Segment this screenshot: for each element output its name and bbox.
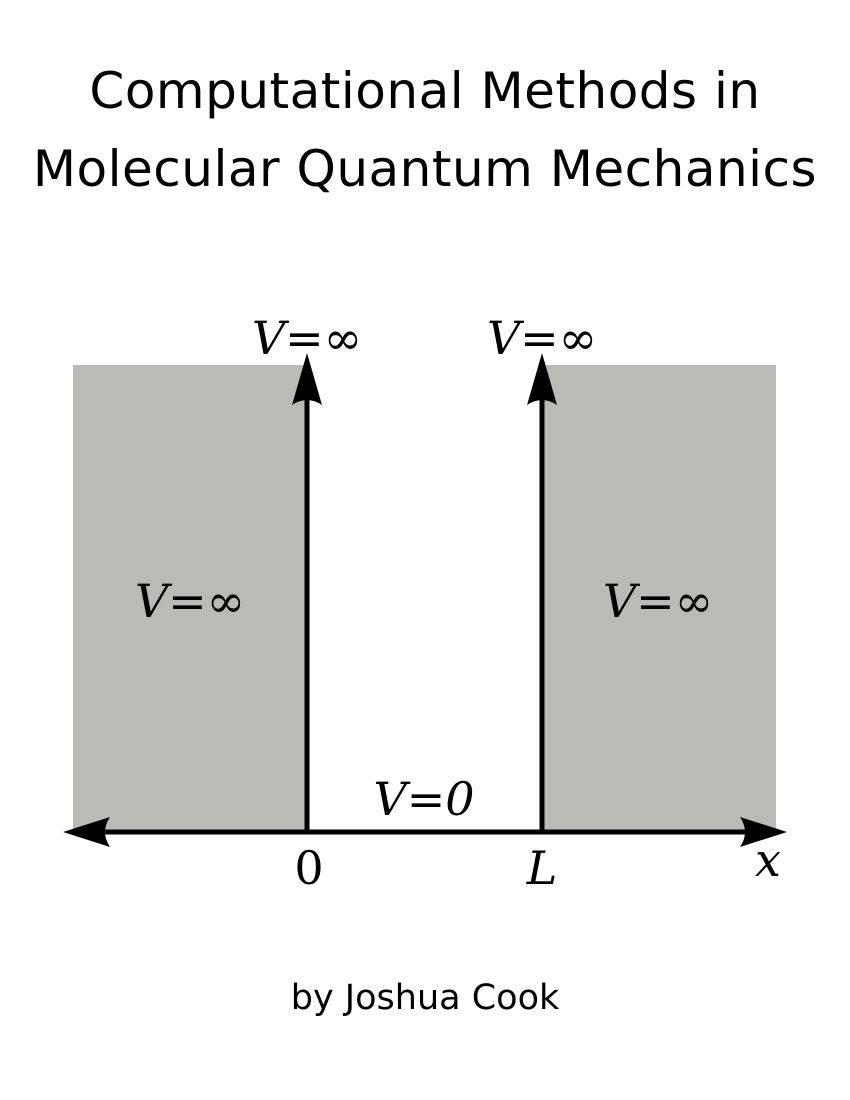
label-left-region-potential: V=∞ xyxy=(135,574,245,628)
left-wall-arrowhead xyxy=(292,353,322,405)
left-infinite-region xyxy=(73,365,307,832)
axis-label-x: x xyxy=(755,833,781,887)
x-axis-right-arrowhead xyxy=(740,817,787,847)
tick-label-zero: 0 xyxy=(294,841,323,895)
x-axis-left-arrowhead xyxy=(63,817,110,847)
label-well-potential: V=0 xyxy=(373,772,474,826)
author-byline: by Joshua Cook xyxy=(290,978,560,1018)
tick-label-L: L xyxy=(526,841,558,895)
right-wall-arrowhead xyxy=(527,353,557,405)
title-line-2: Molecular Quantum Mechanics xyxy=(32,140,818,198)
label-top-right-potential: V=∞ xyxy=(487,311,597,365)
title-line-1: Computational Methods in xyxy=(89,62,761,120)
label-top-left-potential: V=∞ xyxy=(252,311,362,365)
cover-title: Computational Methods in Molecular Quant… xyxy=(0,52,850,208)
right-infinite-region xyxy=(542,365,776,832)
label-right-region-potential: V=∞ xyxy=(603,574,713,628)
